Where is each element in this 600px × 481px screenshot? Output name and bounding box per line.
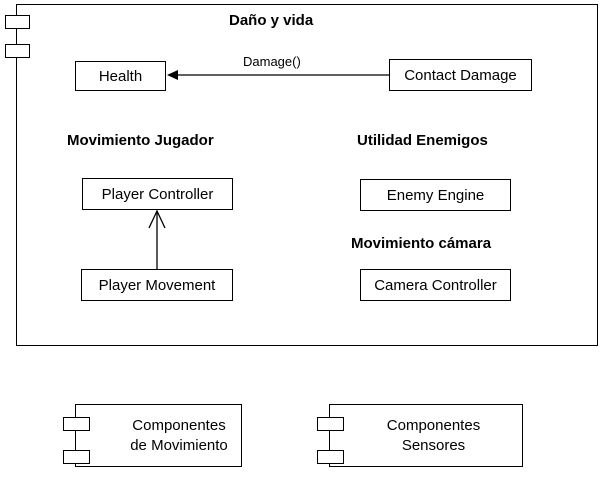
main-component-title: Daño y vida xyxy=(229,12,314,29)
component-tab-bottom xyxy=(5,44,30,58)
sensor-component-tab-bottom xyxy=(317,450,344,464)
health-box: Health xyxy=(75,61,166,91)
camera-section-heading: Movimiento cámara xyxy=(351,235,492,252)
movement-components-line1: Componentes xyxy=(132,417,226,434)
damage-edge-arrowhead xyxy=(167,70,178,80)
player-movement-box: Player Movement xyxy=(81,269,233,301)
movement-component-tab-top xyxy=(63,417,90,431)
sensor-components-label: Componentes Sensores xyxy=(344,416,523,456)
sensor-components-box xyxy=(329,404,523,467)
player-controller-box: Player Controller xyxy=(82,178,233,210)
camera-controller-box: Camera Controller xyxy=(360,269,511,301)
movement-components-box xyxy=(75,404,242,467)
contact-damage-box: Contact Damage xyxy=(389,59,532,91)
main-component xyxy=(16,4,598,346)
damage-edge-label: Damage() xyxy=(243,54,301,69)
movement-component-tab-bottom xyxy=(63,450,90,464)
player-section-heading: Movimiento Jugador xyxy=(67,132,214,149)
enemy-section-heading: Utilidad Enemigos xyxy=(357,132,488,149)
movement-components-label: Componentes de Movimiento xyxy=(100,416,258,456)
movement-components-line2: de Movimiento xyxy=(130,437,228,454)
inheritance-edge-arrowhead xyxy=(148,209,166,229)
enemy-engine-box: Enemy Engine xyxy=(360,179,511,211)
sensor-components-line1: Componentes xyxy=(386,417,481,434)
sensor-component-tab-top xyxy=(317,417,344,431)
sensor-components-line2: Sensores xyxy=(401,437,466,454)
component-tab-top xyxy=(5,15,30,29)
